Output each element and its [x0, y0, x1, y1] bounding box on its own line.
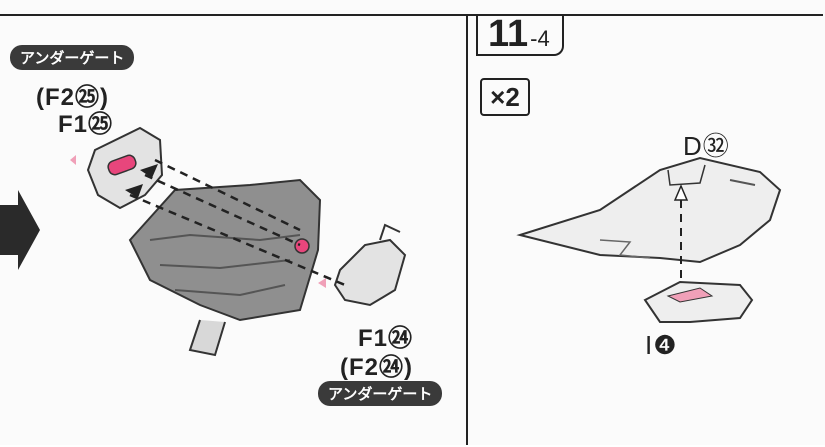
panel-divider — [466, 14, 468, 445]
page-frame — [0, 14, 823, 447]
part-f1-25 — [70, 126, 164, 210]
step-number: 11 — [488, 13, 529, 55]
main-body-part — [128, 178, 322, 357]
part-f1-24 — [318, 223, 407, 307]
assembly-lines — [129, 158, 346, 287]
under-gate-badge-top: アンダーゲート — [10, 45, 135, 70]
part-label-alt-top: (F2㉕) — [36, 84, 109, 111]
insert-arrow-icon-2 — [125, 184, 143, 198]
step-sub-number: -4 — [530, 26, 550, 51]
step-number-box: 11 -4 — [476, 14, 564, 56]
quantity-label: ×2 — [490, 81, 520, 112]
part-label-bottom: F1㉔ — [358, 325, 414, 352]
part-label-i4: I❹ — [645, 330, 678, 360]
part-label-d32: D㉜ — [683, 131, 730, 161]
part-label-top: F1㉕ — [58, 111, 114, 138]
quantity-box: ×2 — [480, 78, 530, 116]
insert-arrow-icon — [140, 164, 158, 178]
part-i4 — [643, 280, 754, 323]
under-gate-badge-bottom: アンダーゲート — [318, 381, 443, 406]
part-label-alt-bottom: (F2㉔) — [340, 354, 413, 381]
part-d32 — [516, 156, 782, 264]
next-arrow-icon — [0, 190, 40, 270]
